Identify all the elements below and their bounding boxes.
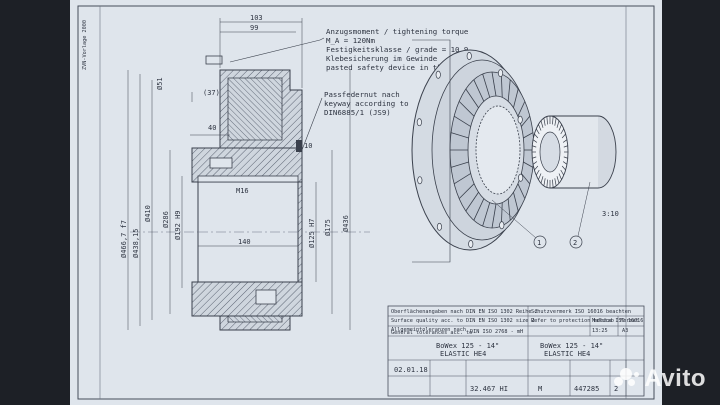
- dim-d51: Ø51: [156, 77, 164, 90]
- dim-d436: Ø436: [342, 215, 350, 232]
- avito-logo-icon: [614, 368, 640, 390]
- dim-d438: Ø438,15: [132, 228, 140, 258]
- product-name-right: BoWex 125 - 14": [540, 342, 603, 350]
- svg-text:keyway according to: keyway according to: [324, 99, 409, 108]
- dim-d125: Ø125 H7: [308, 218, 316, 248]
- balloon-1: [533, 235, 547, 249]
- svg-text:ELASTIC HE4: ELASTIC HE4: [440, 350, 486, 358]
- svg-text:M_A = 120Nm: M_A = 120Nm: [326, 36, 375, 45]
- side-label: ZVN-Vorlage 2000: [82, 20, 88, 70]
- svg-text:A3: A3: [622, 328, 628, 334]
- balloon-2-label: 2: [573, 239, 577, 247]
- svg-text:General tolerances acc. to: General tolerances acc. to: [391, 330, 472, 336]
- svg-text:Oberflächenangaben nach DIN EN: Oberflächenangaben nach DIN EN ISO 1302 …: [391, 309, 538, 315]
- svg-text:Klebesicherung im Gewinde: Klebesicherung im Gewinde: [326, 54, 438, 63]
- svg-text:Anzugsmoment / tightening torq: Anzugsmoment / tightening torque: [326, 27, 469, 36]
- technical-drawing: ZVN-Vorlage 2000: [77, 5, 655, 400]
- dim-10: 10: [304, 142, 312, 150]
- dim-d466: Ø466,7 f7: [120, 220, 128, 258]
- dim-37: (37): [203, 89, 220, 97]
- scale-small: 3:10: [602, 210, 619, 218]
- section-view: 103 99 Ø51 (37) 40 M16 140 10 Ø466,7 f7 …: [120, 14, 370, 331]
- dim-99: 99: [250, 24, 258, 32]
- dim-d410: Ø410: [144, 205, 152, 222]
- svg-text:Maßstab: Maßstab: [592, 318, 614, 324]
- sheet-border: [77, 5, 655, 400]
- balloon-1-label: 1: [537, 239, 541, 247]
- svg-text:Schutzvermerk ISO 16016 beacht: Schutzvermerk ISO 16016 beachten: [531, 309, 631, 315]
- dim-d286: Ø286: [162, 211, 170, 228]
- title-block: Oberflächenangaben nach DIN EN ISO 1302 …: [387, 305, 645, 397]
- dim-140: 140: [238, 238, 251, 246]
- dim-103: 103: [250, 14, 263, 22]
- svg-text:DIN ISO 2768 - mH: DIN ISO 2768 - mH: [470, 329, 523, 335]
- torque-note: Anzugsmoment / tightening torque M_A = 1…: [326, 27, 469, 72]
- dim-40: 40: [208, 124, 216, 132]
- balloon-2: [569, 235, 583, 249]
- svg-text:13:25: 13:25: [592, 328, 608, 334]
- dim-m16: M16: [236, 187, 249, 195]
- svg-text:Surface quality acc. to DIN EN: Surface quality acc. to DIN EN ISO 1302 …: [391, 318, 535, 324]
- isometric-view: 3:10 1 2: [411, 39, 619, 263]
- drawing-date: 02.01.18: [394, 366, 428, 374]
- svg-text:Allgemeintoleranzen nach: Allgemeintoleranzen nach: [391, 327, 466, 333]
- drawing-code: 32.467 HI: [470, 385, 508, 393]
- avito-watermark: Avito: [614, 365, 706, 393]
- svg-text:M: M: [538, 385, 542, 393]
- svg-text:ELASTIC HE4: ELASTIC HE4: [544, 350, 590, 358]
- drawing-number: 447285: [574, 385, 599, 393]
- svg-text:Refer to protection notice ISO: Refer to protection notice ISO 16016: [531, 318, 643, 324]
- sheet-number: 2: [614, 385, 618, 393]
- svg-text:Format: Format: [620, 318, 639, 324]
- svg-text:Passfedernut nach: Passfedernut nach: [324, 90, 400, 99]
- product-name-left: BoWex 125 - 14": [436, 342, 499, 350]
- svg-text:Festigkeitsklasse / grade = 10: Festigkeitsklasse / grade = 10.9: [326, 45, 468, 54]
- svg-text:pasted safety device in thread: pasted safety device in thread: [326, 63, 460, 72]
- drawing-sheet: ZVN-Vorlage 2000: [70, 0, 662, 405]
- dim-d175: Ø175: [324, 219, 332, 236]
- dim-d192: Ø192 H9: [174, 210, 182, 240]
- svg-text:DIN6885/1 (JS9): DIN6885/1 (JS9): [324, 108, 391, 117]
- avito-watermark-text: Avito: [644, 365, 706, 392]
- keyway-note: Passfedernut nach keyway according to DI…: [324, 90, 409, 117]
